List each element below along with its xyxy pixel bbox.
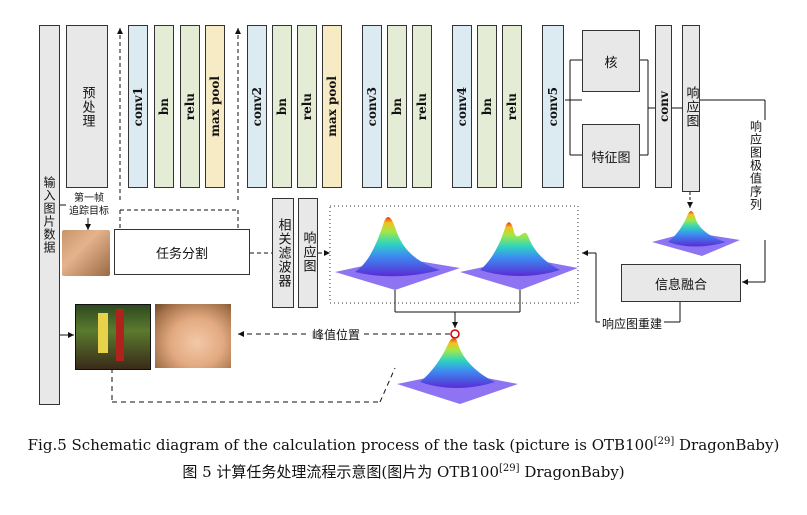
corr-filter-label: 相关滤波器 <box>275 218 291 288</box>
conv1-label: conv1 <box>131 86 145 127</box>
response-surface-1 <box>335 216 460 290</box>
maxpool2-label: max pool <box>325 76 339 137</box>
caption-en-suffix: DragonBaby) <box>674 436 780 454</box>
response-surface-2 <box>460 222 578 290</box>
first-frame-label: 第一帧 追踪目标 <box>69 193 109 217</box>
input-data-box: 输入图片数据 <box>39 25 60 405</box>
relu2-label: relu <box>300 92 314 121</box>
conv4-box: conv4 <box>452 25 472 188</box>
task-split-label: 任务分割 <box>155 246 208 262</box>
peak-position-label: 峰值位置 <box>310 326 363 343</box>
response-surface-top <box>652 211 740 256</box>
relu1-box: relu <box>180 25 200 188</box>
conv-label: conv <box>656 90 671 122</box>
relu3-box: relu <box>412 25 432 188</box>
maxpool2-box: max pool <box>322 25 342 188</box>
caption-en-ref: [29] <box>653 436 675 447</box>
conv3-box: conv3 <box>362 25 382 188</box>
relu1-label: relu <box>183 92 197 121</box>
response-rebuild-label: 响应图重建 <box>600 315 665 332</box>
feature-map-label: 特征图 <box>591 150 631 166</box>
relu2-box: relu <box>297 25 317 188</box>
maxpool1-box: max pool <box>205 25 225 188</box>
relu4-box: relu <box>502 25 522 188</box>
response-map-mid-box: 响应图 <box>298 198 318 308</box>
conv3-label: conv3 <box>365 86 379 127</box>
info-fusion-label: 信息融合 <box>654 277 707 293</box>
response-map-mid-label: 响应图 <box>300 231 316 273</box>
conv2-label: conv2 <box>250 86 264 127</box>
feature-map-box: 特征图 <box>582 124 640 188</box>
caption-en: Fig.5 Schematic diagram of the calculati… <box>0 436 807 454</box>
info-fusion-box: 信息融合 <box>621 264 741 302</box>
bn2-box: bn <box>272 25 292 188</box>
caption-zh-prefix: 图 5 计算任务处理流程示意图(图片为 OTB100 <box>182 463 500 481</box>
caption-zh: 图 5 计算任务处理流程示意图(图片为 OTB100[29] DragonBab… <box>0 461 807 482</box>
input-label: 输入图片数据 <box>42 176 56 254</box>
kernel-box: 核 <box>582 30 640 92</box>
response-map-top-box: 响应图 <box>682 25 700 192</box>
response-surface-peak <box>397 338 518 404</box>
preprocess-box: 预处理 <box>66 25 108 188</box>
corr-filter-box: 相关滤波器 <box>272 198 294 308</box>
preprocess-label: 预处理 <box>79 85 95 128</box>
bn1-label: bn <box>157 97 171 116</box>
conv1-box: conv1 <box>128 25 148 188</box>
bn4-box: bn <box>477 25 497 188</box>
conv5-box: conv5 <box>542 25 564 188</box>
caption-en-prefix: Fig.5 Schematic diagram of the calculati… <box>27 436 654 454</box>
bn3-label: bn <box>390 97 404 116</box>
bn3-box: bn <box>387 25 407 188</box>
first-frame-image <box>62 230 110 276</box>
face-crop-image <box>155 304 231 368</box>
bn2-label: bn <box>275 97 289 116</box>
caption-zh-suffix: DragonBaby) <box>519 463 625 481</box>
video-frame-image <box>75 304 151 370</box>
relu4-label: relu <box>505 92 519 121</box>
conv2-box: conv2 <box>247 25 267 188</box>
conv4-label: conv4 <box>455 86 469 127</box>
task-split-box: 任务分割 <box>114 229 250 275</box>
maxpool1-label: max pool <box>208 76 222 137</box>
bn1-box: bn <box>154 25 174 188</box>
bn4-label: bn <box>480 97 494 116</box>
peak-seq-container: 响应图极值序列 <box>746 120 766 240</box>
peak-seq-label: 响应图极值序列 <box>748 120 763 211</box>
kernel-label: 核 <box>604 55 618 71</box>
conv5-label: conv5 <box>546 86 560 127</box>
relu3-label: relu <box>415 92 429 121</box>
conv-box: conv <box>655 25 672 188</box>
response-map-top-label: 响应图 <box>683 86 699 128</box>
caption-zh-ref: [29] <box>499 463 520 474</box>
